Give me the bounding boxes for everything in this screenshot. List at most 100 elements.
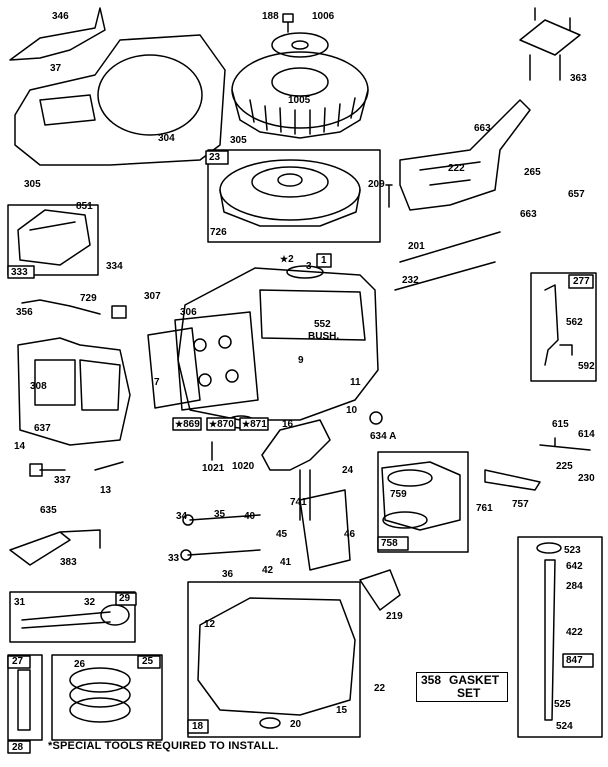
- callout-46: 46: [344, 529, 356, 540]
- callout-524: 524: [556, 721, 573, 732]
- callout-35: 35: [214, 509, 226, 520]
- callout-356: 356: [16, 307, 33, 318]
- callout-305-b: 305: [24, 179, 41, 190]
- callout-277: 277: [573, 276, 590, 287]
- callout-308: 308: [30, 381, 47, 392]
- part-306-cylinder-head: [174, 311, 259, 411]
- callout-20: 20: [290, 719, 302, 730]
- callout-23: 23: [209, 152, 221, 163]
- part-7-head-gasket: [147, 327, 201, 409]
- part-201-232-links: [394, 231, 501, 291]
- callout-225: 225: [556, 461, 573, 472]
- callout-729: 729: [80, 293, 97, 304]
- callout-18: 18: [192, 721, 204, 732]
- callout-3: 3: [306, 261, 312, 272]
- callout-32: 32: [84, 597, 96, 608]
- part-35-camshaft: [299, 489, 351, 571]
- callout-847: 847: [566, 655, 583, 666]
- part-851-ignition: [17, 209, 91, 266]
- callout-337: 337: [54, 475, 71, 486]
- callout-22: 22: [374, 683, 386, 694]
- callout-201: 201: [408, 241, 425, 252]
- callout-26: 26: [74, 659, 86, 670]
- callout-24: 24: [342, 465, 354, 476]
- gasket-set-line2: SET: [457, 686, 481, 700]
- callout-307: 307: [144, 291, 161, 302]
- callout-304: 304: [158, 133, 175, 144]
- callout-11: 11: [350, 377, 361, 388]
- callout-41: 41: [280, 557, 292, 568]
- callout-334: 334: [106, 261, 123, 272]
- callout-2: 2: [280, 254, 294, 265]
- part-304-blower-housing: [14, 34, 226, 166]
- callout-42: 42: [262, 565, 274, 576]
- callout-188: 188: [262, 11, 279, 22]
- callout-36: 36: [222, 569, 234, 580]
- callout-45: 45: [276, 529, 288, 540]
- part-757-lever: [484, 469, 541, 491]
- callout-634a: 634 A: [370, 431, 397, 442]
- part-37-deflector: [9, 7, 106, 61]
- callout-14: 14: [14, 441, 26, 452]
- callout-1: 1: [321, 255, 327, 266]
- callout-230: 230: [578, 473, 595, 484]
- callout-9: 9: [298, 355, 304, 366]
- callout-37: 37: [50, 63, 62, 74]
- part-847-dipstick-tube: [544, 559, 556, 721]
- callout-222: 222: [448, 163, 465, 174]
- special-tools-footnote: *SPECIAL TOOLS REQUIRED TO INSTALL.: [48, 740, 279, 752]
- callout-209: 209: [368, 179, 385, 190]
- callout-383: 383: [60, 557, 77, 568]
- part-363-bracket: [519, 7, 581, 81]
- part-26-piston-rings: [69, 667, 131, 693]
- part-1-cylinder: [177, 267, 379, 421]
- callout-1006: 1006: [312, 11, 335, 22]
- gasket-set-number: 358: [421, 673, 442, 687]
- callout-758: 758: [381, 538, 398, 549]
- callout-1021: 1021: [202, 463, 225, 474]
- callout-657: 657: [568, 189, 585, 200]
- callout-741: 741: [290, 497, 307, 508]
- callout-34: 34: [176, 511, 188, 522]
- part-valves: [187, 514, 261, 556]
- part-308-carburetor: [17, 337, 131, 446]
- part-729-spark-plug-lead: [21, 299, 101, 315]
- callout-284: 284: [566, 581, 583, 592]
- part-18-sump: [197, 597, 356, 716]
- part-31-connecting-rod: [21, 611, 111, 629]
- callout-bush: BUSH.: [308, 331, 340, 342]
- callout-33: 33: [168, 553, 180, 564]
- part-222-control-bracket: [399, 99, 531, 211]
- callout-305-a: 305: [230, 135, 247, 146]
- gasket-set-line1: GASKET: [449, 673, 500, 687]
- callout-525: 525: [554, 699, 571, 710]
- callout-635: 635: [40, 505, 57, 516]
- callout-16: 16: [282, 419, 294, 430]
- callout-12: 12: [204, 619, 216, 630]
- callout-562: 562: [566, 317, 583, 328]
- callout-757: 757: [512, 499, 529, 510]
- callout-851: 851: [76, 201, 93, 212]
- callout-759: 759: [390, 489, 407, 500]
- callout-614: 614: [578, 429, 595, 440]
- callout-333: 333: [11, 267, 28, 278]
- callout-7: 7: [154, 377, 160, 388]
- callout-869: 869: [175, 419, 200, 430]
- callout-29: 29: [119, 593, 131, 604]
- callout-40: 40: [244, 511, 256, 522]
- callout-870: 870: [209, 419, 234, 430]
- callout-761: 761: [476, 503, 493, 514]
- callout-871: 871: [242, 419, 267, 430]
- callout-422: 422: [566, 627, 583, 638]
- callout-663-b: 663: [520, 209, 537, 220]
- callout-726: 726: [210, 227, 227, 238]
- callout-10: 10: [346, 405, 358, 416]
- gasket-set-callout: 358 GASKET SET: [416, 672, 508, 702]
- callout-13: 13: [100, 485, 112, 496]
- callout-637: 637: [34, 423, 51, 434]
- part-225-link: [539, 437, 591, 451]
- part-758-sump-cover: [381, 461, 461, 531]
- callout-219: 219: [386, 611, 403, 622]
- callout-592: 592: [578, 361, 595, 372]
- part-383-tool: [9, 529, 101, 566]
